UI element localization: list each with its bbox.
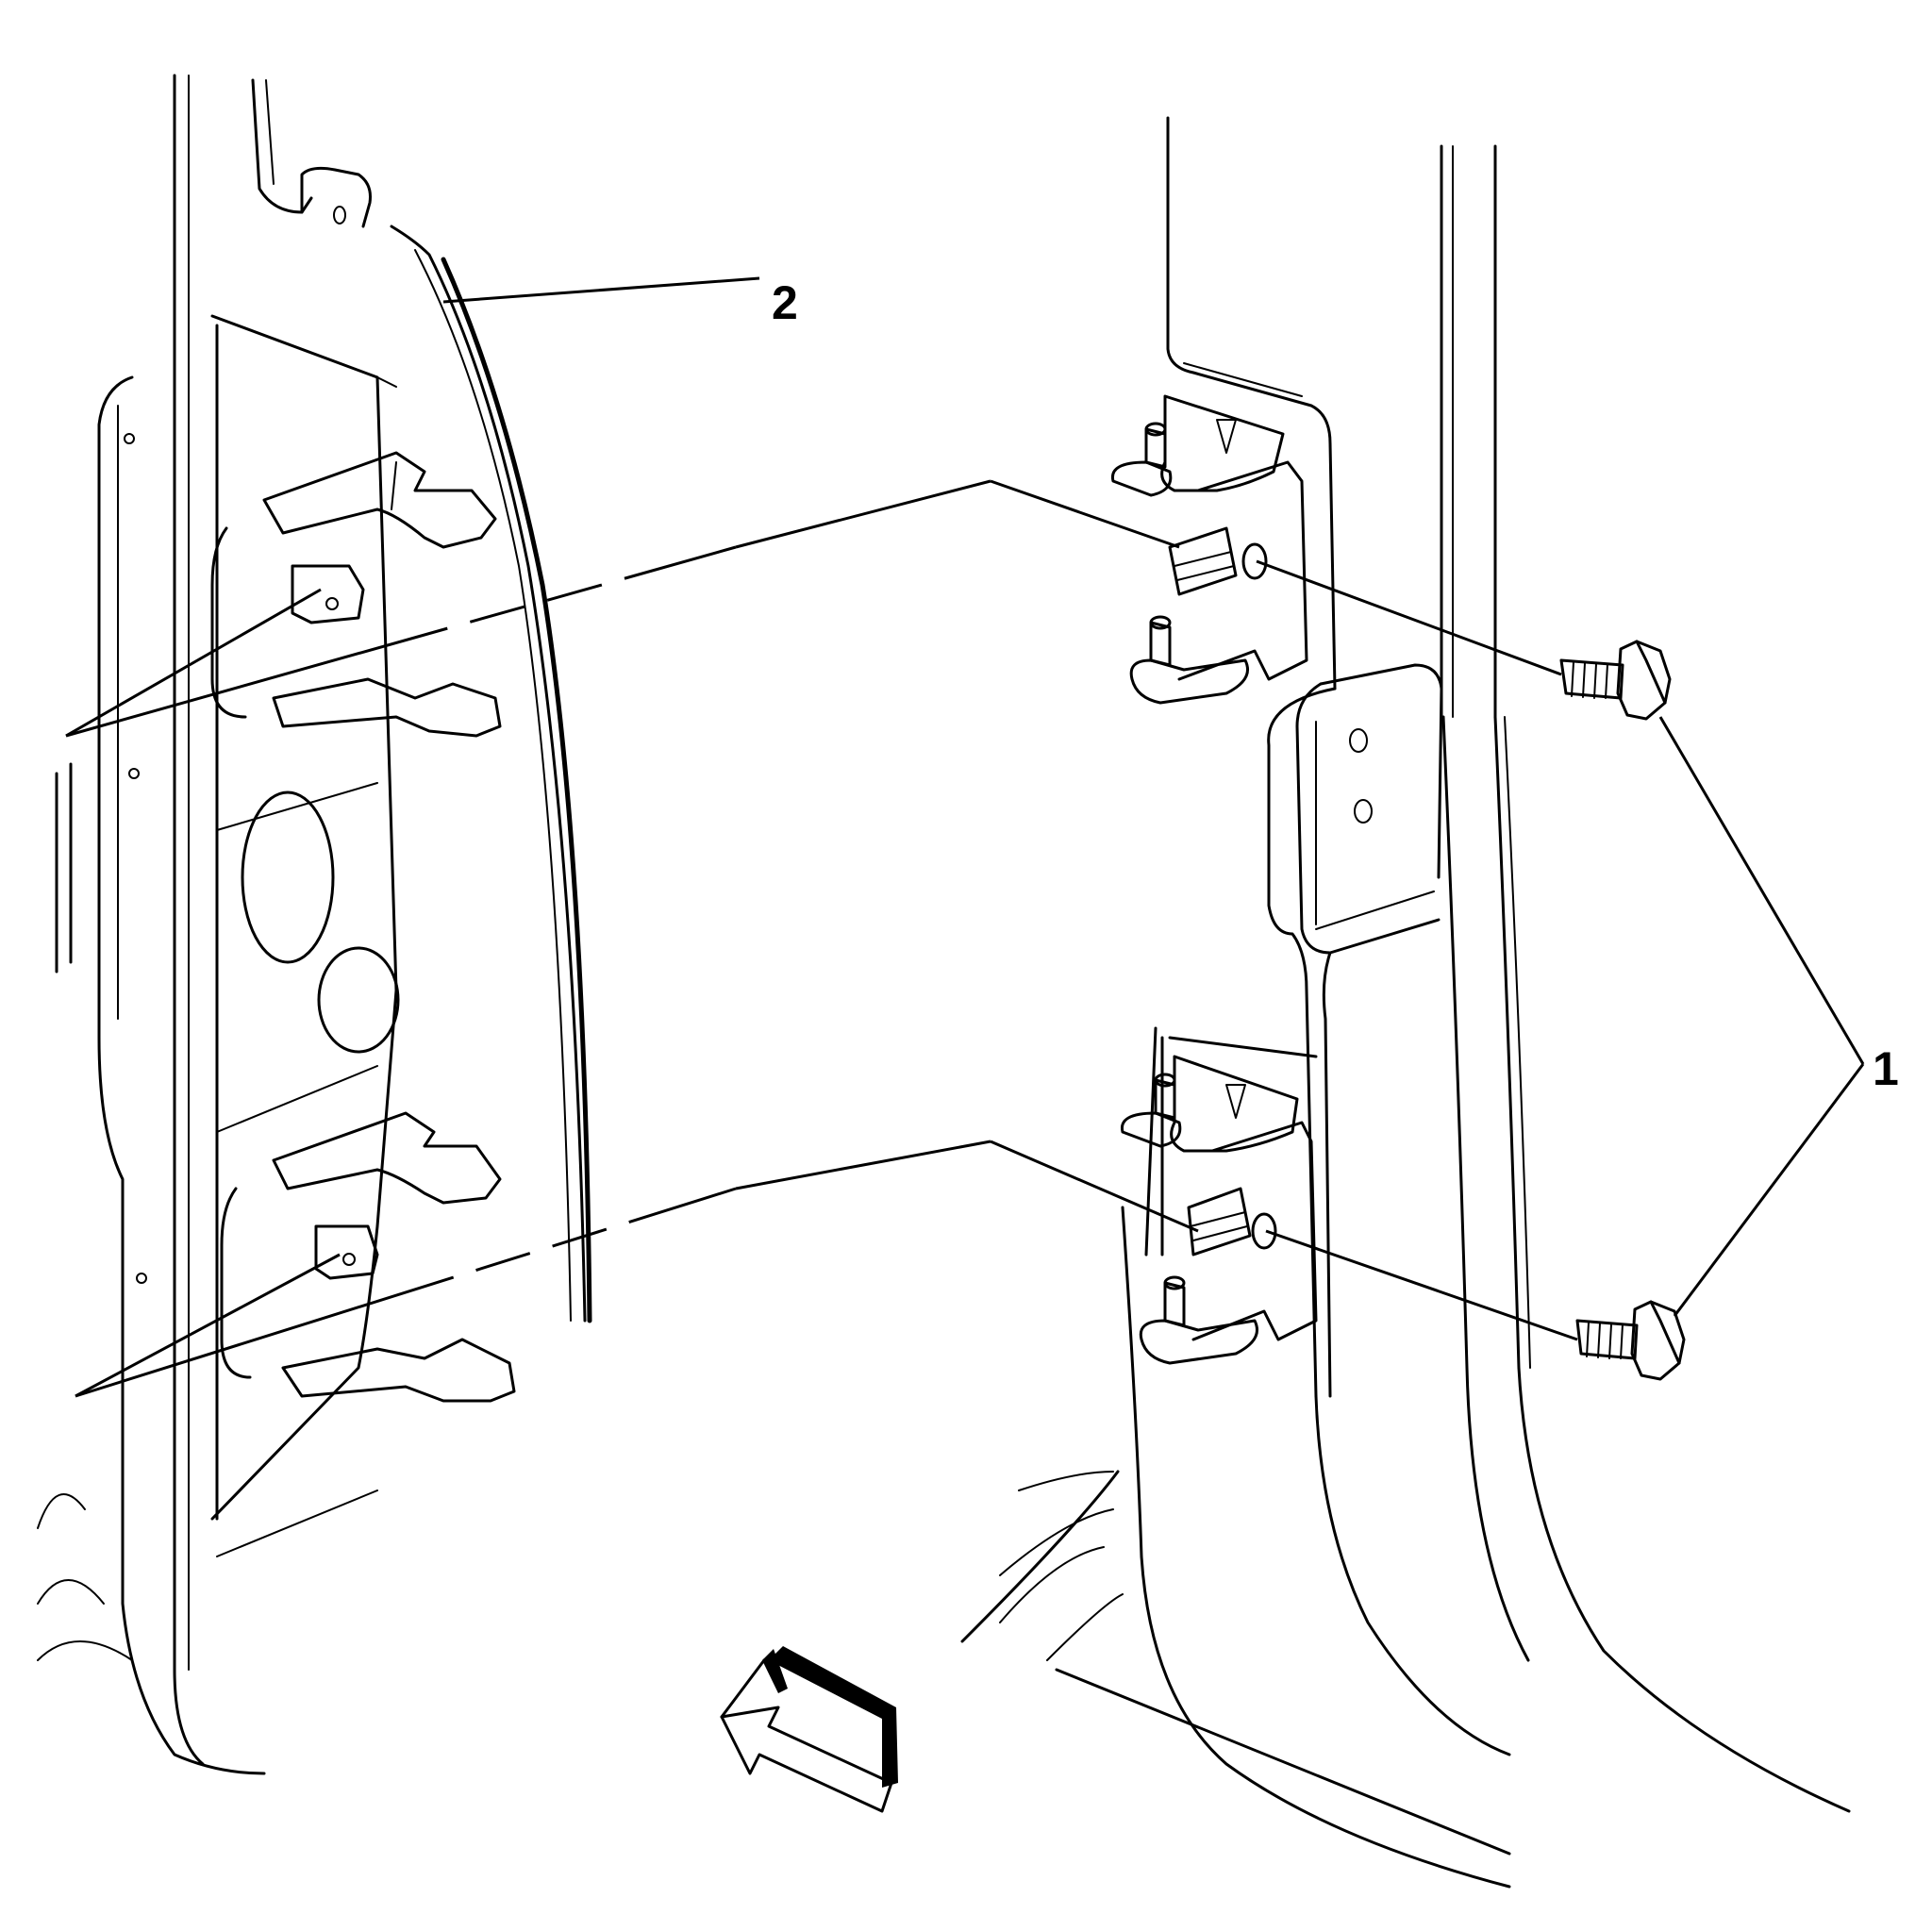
callout-label-1: 1 — [1873, 1042, 1899, 1095]
callout-1-leader — [1658, 716, 1865, 1317]
door-panel — [37, 74, 592, 1775]
lower-alignment-leaders — [75, 1140, 1199, 1398]
direction-arrow — [720, 1646, 898, 1813]
callout-label-2: 2 — [772, 276, 798, 329]
lower-body-hinge — [1120, 1055, 1318, 1365]
callout-2-leader — [442, 276, 760, 304]
upper-hinge-bolt — [1256, 559, 1672, 721]
upper-body-hinge — [1110, 394, 1308, 705]
body-pillar — [960, 116, 1851, 1889]
upper-alignment-leaders — [65, 479, 1180, 738]
lower-hinge-bolt — [1265, 1229, 1686, 1381]
